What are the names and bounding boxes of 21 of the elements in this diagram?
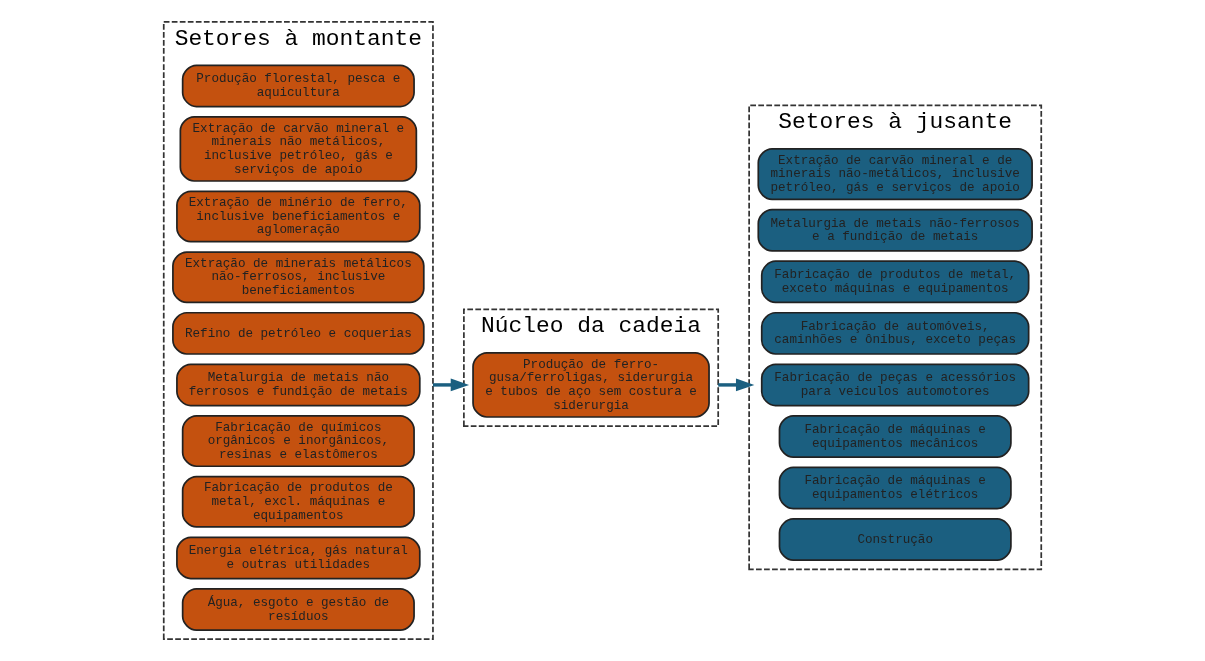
node-box: Fabricação de produtos de metal, exceto máquinas e equipamentos — [760, 260, 1030, 304]
node-box: Produção de ferro-gusa/ferroligas, siderurgia e tubos de aço sem costura e siderurgia — [472, 351, 710, 418]
node-box: Extração de carvão mineral e minerais não metálicos, inclusive petróleo, gás e serviços de apoio — [179, 116, 418, 182]
node-box: Extração de minério de ferro, inclusive beneficiamentos e aglomeração — [176, 190, 421, 243]
node-box: Extração de minerais metálicos não-ferrosos, inclusive beneficiamentos — [172, 251, 425, 304]
node-box: Construção — [778, 518, 1012, 562]
node-box: Extração de carvão mineral e de minerais não-metálicos, inclusive petróleo, gás e serviços de apoio — [757, 148, 1033, 201]
node-box: Fabricação de máquinas e equipamentos elétricos — [778, 466, 1012, 510]
node-box: Metalurgia de metais não-ferrosos e a fundição de metais — [757, 208, 1033, 252]
arrow — [718, 378, 755, 392]
node-box: Energia elétrica, gás natural e outras utilidades — [176, 536, 421, 580]
node-box: Fabricação de químicos orgânicos e inorgânicos, resinas e elastômeros — [181, 414, 415, 468]
node-box: Produção florestal, pesca e aquicultura — [181, 64, 415, 108]
node-box: Fabricação de peças e acessórios para veiculos automotores — [760, 363, 1030, 407]
node-box: Refino de petróleo e coquerias — [172, 311, 425, 355]
node-box: Fabricação de produtos de metal, excl. máquinas e equipamentos — [181, 475, 415, 528]
node-box: Metalurgia de metais não ferrosos e fundição de metais — [176, 363, 421, 407]
node-box: Água, esgoto e gestão de resíduos — [181, 587, 415, 631]
node-box: Fabricação de automóveis, caminhões e ônibus, exceto peças — [760, 311, 1030, 355]
arrow — [432, 378, 470, 392]
node-box: Fabricação de máquinas e equipamentos mecânicos — [778, 414, 1012, 458]
